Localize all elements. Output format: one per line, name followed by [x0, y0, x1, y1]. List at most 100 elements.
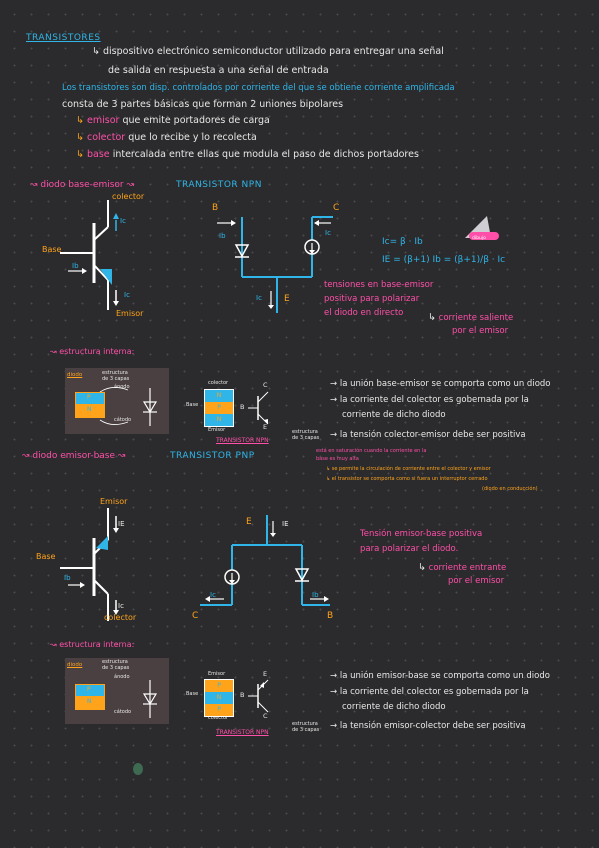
pnp-transistor-symbol — [60, 508, 119, 621]
pnp-blk-emisor: Emisor — [208, 671, 226, 677]
npn-type-label: TRANSISTOR NPN — [176, 180, 262, 190]
pnp-box-anodo: ánodo — [114, 674, 130, 680]
pnp-blk-colector: colector — [208, 715, 229, 721]
npn-box-n-layer: N — [75, 404, 105, 418]
pnp-bullet-4: → la tensión emisor-colector debe ser po… — [330, 721, 526, 731]
npn-box-arrows — [99, 387, 129, 425]
npn-sym-ic: Ic — [120, 217, 126, 225]
npn-sym-ib: Ib — [72, 262, 79, 270]
intro-line-3: Los transistores son disp. controlados p… — [62, 83, 455, 93]
pnp-blk-base: Base — [186, 691, 199, 697]
intro-line-1: ↳ dispositivo electrónico semiconductor … — [92, 46, 444, 57]
npn-box-anodo: ánodo — [114, 384, 130, 390]
pnp-bullet-2: → la corriente del colector es gobernada… — [330, 687, 529, 697]
npn-note-1: tensiones en base-emisor — [324, 280, 434, 290]
npn-sat-4: ↳ el transistor se comporta como si fuer… — [326, 476, 488, 482]
npn-blk-base: Base — [186, 402, 199, 408]
npn-blk-colector: colector — [208, 380, 229, 386]
pnp-sym-ib: Ib — [64, 574, 71, 582]
npn-model-ib: Ib — [219, 232, 226, 240]
pnp-bullet-1: → la unión emisor-base se comporta como … — [330, 671, 550, 681]
pnp-diode-model — [200, 515, 330, 606]
npn-sym-ic2: Ic — [124, 291, 130, 299]
pnp-small-transistor-icon — [248, 679, 269, 713]
pnp-blk-estructura: estructura — [292, 721, 318, 727]
npn-model-b: B — [212, 203, 219, 213]
npn-diode-model — [217, 216, 333, 313]
npn-box-estructura: estructura — [102, 370, 128, 376]
npn-sym-base: Base — [42, 245, 62, 254]
page-title: TRANSISTORES — [26, 33, 101, 43]
npn-small-b: B — [240, 403, 245, 411]
pnp-internal-heading: ↝ estructura interna: — [50, 640, 135, 649]
npn-internal-heading: ↝ estructura interna: — [50, 347, 135, 356]
pnp-box-n-layer: N — [75, 696, 105, 710]
npn-blk-emisor: Emisor — [208, 427, 226, 433]
npn-sym-emisor: Emisor — [116, 309, 144, 318]
npn-blk-type: TRANSISTOR NPN — [216, 437, 269, 444]
pnp-sym-base: Base — [36, 552, 56, 561]
pnp-note-4: por el emisor — [448, 576, 505, 586]
part-emisor: ↳ emisor que emite portadores de carga — [76, 115, 270, 126]
npn-eq-1: Ic= β · Ib — [382, 237, 423, 247]
npn-small-transistor-icon — [248, 391, 269, 425]
pnp-model-ib: Ib — [312, 591, 319, 599]
npn-bullet-1: → la unión base-emisor se comporta como … — [330, 379, 551, 389]
npn-small-c: C — [263, 381, 268, 389]
pnp-sym-ie: IE — [118, 520, 125, 528]
intro-line-2: de salida en respuesta a una señal de en… — [108, 65, 329, 76]
npn-blk-3capas: de 3 capas — [292, 435, 320, 441]
npn-sym-colector: colector — [112, 192, 145, 201]
npn-box-diode-icon — [142, 388, 158, 426]
npn-sat-5: (diodo en conducción) — [482, 486, 538, 492]
npn-eq-2: IE = (β+1) Ib = (β+1)/β · Ic — [382, 255, 506, 265]
pnp-model-b: B — [327, 611, 334, 621]
npn-model-c: C — [333, 203, 340, 213]
npn-blk-layers: N P N — [204, 389, 234, 427]
pnp-box-catodo: cátodo — [114, 709, 132, 715]
npn-box-3capas: de 3 capas — [102, 376, 130, 382]
pnp-box-estructura: estructura — [102, 659, 128, 665]
pnp-blk-3capas: de 3 capas — [292, 727, 320, 733]
npn-model-e: E — [284, 294, 290, 304]
npn-box-diodo: diodo — [67, 372, 83, 378]
pnp-heading: ↝ diodo emisor-base ↝ — [22, 451, 126, 461]
pnp-small-c: C — [263, 712, 268, 720]
dibujo-tag-icon — [465, 216, 499, 240]
npn-note-5: por el emisor — [452, 326, 509, 336]
pnp-model-e: E — [246, 517, 252, 527]
part-colector: ↳ colector que lo recibe y lo recolecta — [76, 132, 257, 143]
npn-bullet-2: → la corriente del colector es gobernada… — [330, 395, 529, 405]
pnp-note-3: ↳ corriente entrante — [418, 562, 507, 573]
pnp-box-3capas: de 3 capas — [102, 665, 130, 671]
npn-heading: ↝ diodo base-emisor ↝ — [30, 180, 135, 190]
pnp-model-c: C — [192, 611, 199, 621]
npn-note-2: positiva para polarizar — [324, 294, 420, 304]
pnp-bullet-3: corriente de dicho diodo — [342, 702, 446, 712]
npn-model-ic: Ic — [325, 229, 331, 237]
pnp-sym-colector: colector — [104, 613, 137, 622]
dibujo-tag-text: dibujo — [472, 236, 486, 241]
pnp-model-ic: Ic — [210, 591, 216, 599]
npn-small-e: E — [263, 423, 268, 431]
pnp-box-diode-icon — [142, 680, 158, 718]
npn-blk-estructura: estructura — [292, 429, 318, 435]
pnp-blk-layers: P N P — [204, 679, 234, 717]
npn-sat-1: está en saturación cuando la corriente e… — [316, 448, 427, 454]
pnp-note-1: Tensión emisor-base positiva — [360, 529, 483, 539]
part-base: ↳ base intercalada entre ellas que modul… — [76, 149, 419, 160]
npn-note-3: el diodo en directo — [324, 308, 404, 318]
intro-line-4: consta de 3 partes básicas que forman 2 … — [62, 99, 344, 110]
npn-sat-3: ↳ se permite la circulación de corriente… — [326, 466, 491, 472]
pnp-blk-type: TRANSISTOR NPN — [216, 729, 269, 736]
pnp-type-label: TRANSISTOR PNP — [170, 451, 255, 461]
decorative-dot — [133, 763, 143, 775]
pnp-model-ie: IE — [282, 520, 289, 528]
npn-box-catodo: cátodo — [114, 417, 132, 423]
npn-note-4: ↳ corriente saliente — [428, 312, 514, 323]
pnp-sym-emisor: Emisor — [100, 497, 128, 506]
npn-sat-2: base es muy alta — [316, 456, 359, 462]
npn-bullet-4: → la tensión colector-emisor debe ser po… — [330, 430, 526, 440]
npn-transistor-symbol — [60, 200, 119, 310]
pnp-small-e: E — [263, 670, 268, 678]
